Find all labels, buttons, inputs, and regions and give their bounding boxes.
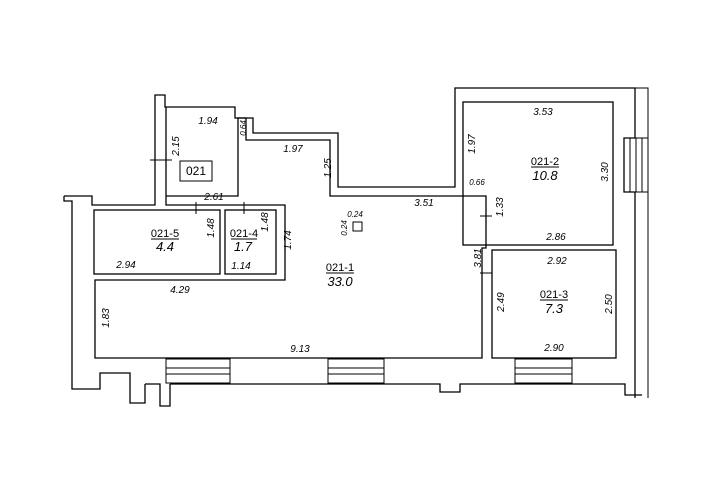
room-labels: 021-1 33.0 021-2 10.8 021-3 7.3 021-4 1.… <box>151 156 568 316</box>
dim-2-15: 2.15 <box>171 136 182 157</box>
dim-1-25: 1.25 <box>323 158 334 178</box>
dim-2-49: 2.49 <box>496 292 507 313</box>
room-021-5-id: 021-5 <box>151 228 179 240</box>
room-021-4-outline <box>224 209 277 275</box>
room-021-2-outline <box>462 101 614 246</box>
dim-0-64: 0.64 <box>239 120 248 136</box>
window-left <box>165 358 231 384</box>
dim-3-30: 3.30 <box>600 162 611 182</box>
room-021-2-area: 10.8 <box>532 168 558 183</box>
dim-9-13: 9.13 <box>290 344 310 355</box>
window-middle <box>327 358 385 384</box>
room-021-4-id: 021-4 <box>230 228 258 240</box>
dim-1-48-b: 1.48 <box>260 212 271 232</box>
dim-1-48-a: 1.48 <box>206 218 217 238</box>
dim-1-94: 1.94 <box>198 116 218 127</box>
dim-1-83: 1.83 <box>101 308 112 328</box>
dim-2-86: 2.86 <box>545 232 566 243</box>
room-021-3-id: 021-3 <box>540 289 568 301</box>
exterior-details <box>154 87 649 398</box>
room-021-3-area: 7.3 <box>545 301 564 316</box>
windows <box>165 358 573 384</box>
room-outlines <box>93 101 617 359</box>
column-marker <box>352 221 363 232</box>
dim-4-29: 4.29 <box>170 285 190 296</box>
dim-1-14: 1.14 <box>231 261 251 272</box>
room-021-5-outline <box>93 209 221 275</box>
room-021-1-outline <box>94 107 487 359</box>
dimension-labels: 1.94 0.64 2.15 1.97 1.25 2.61 3.51 3.53 … <box>101 107 615 355</box>
dim-0-66: 0.66 <box>469 178 485 187</box>
dim-2-61: 2.61 <box>203 192 223 203</box>
dim-2-94: 2.94 <box>115 260 136 271</box>
dim-2-90: 2.90 <box>543 343 564 354</box>
dim-0-24-b: 0.24 <box>340 220 349 236</box>
dim-3-51: 3.51 <box>414 198 433 209</box>
dim-2-50: 2.50 <box>604 294 615 315</box>
room-021-3-outline <box>491 249 617 359</box>
room-021-1-area: 33.0 <box>327 274 353 289</box>
door-markers <box>150 159 492 274</box>
dim-1-74: 1.74 <box>283 230 294 250</box>
dim-1-33: 1.33 <box>495 197 506 217</box>
dim-1-97-a: 1.97 <box>283 144 303 155</box>
dim-3-81: 3.81 <box>473 248 484 267</box>
room-021-2-id: 021-2 <box>531 156 559 168</box>
window-right <box>514 358 573 384</box>
dim-3-53: 3.53 <box>533 107 553 118</box>
room-021-1-id: 021-1 <box>326 262 354 274</box>
apartment-label-box <box>179 160 213 182</box>
dim-0-24-a: 0.24 <box>347 210 363 219</box>
dim-2-92: 2.92 <box>546 256 567 267</box>
room-021-4-area: 1.7 <box>234 239 253 254</box>
dim-1-97-b: 1.97 <box>467 134 478 154</box>
room-021-5-area: 4.4 <box>156 239 174 254</box>
apartment-label: 021 <box>186 164 206 178</box>
